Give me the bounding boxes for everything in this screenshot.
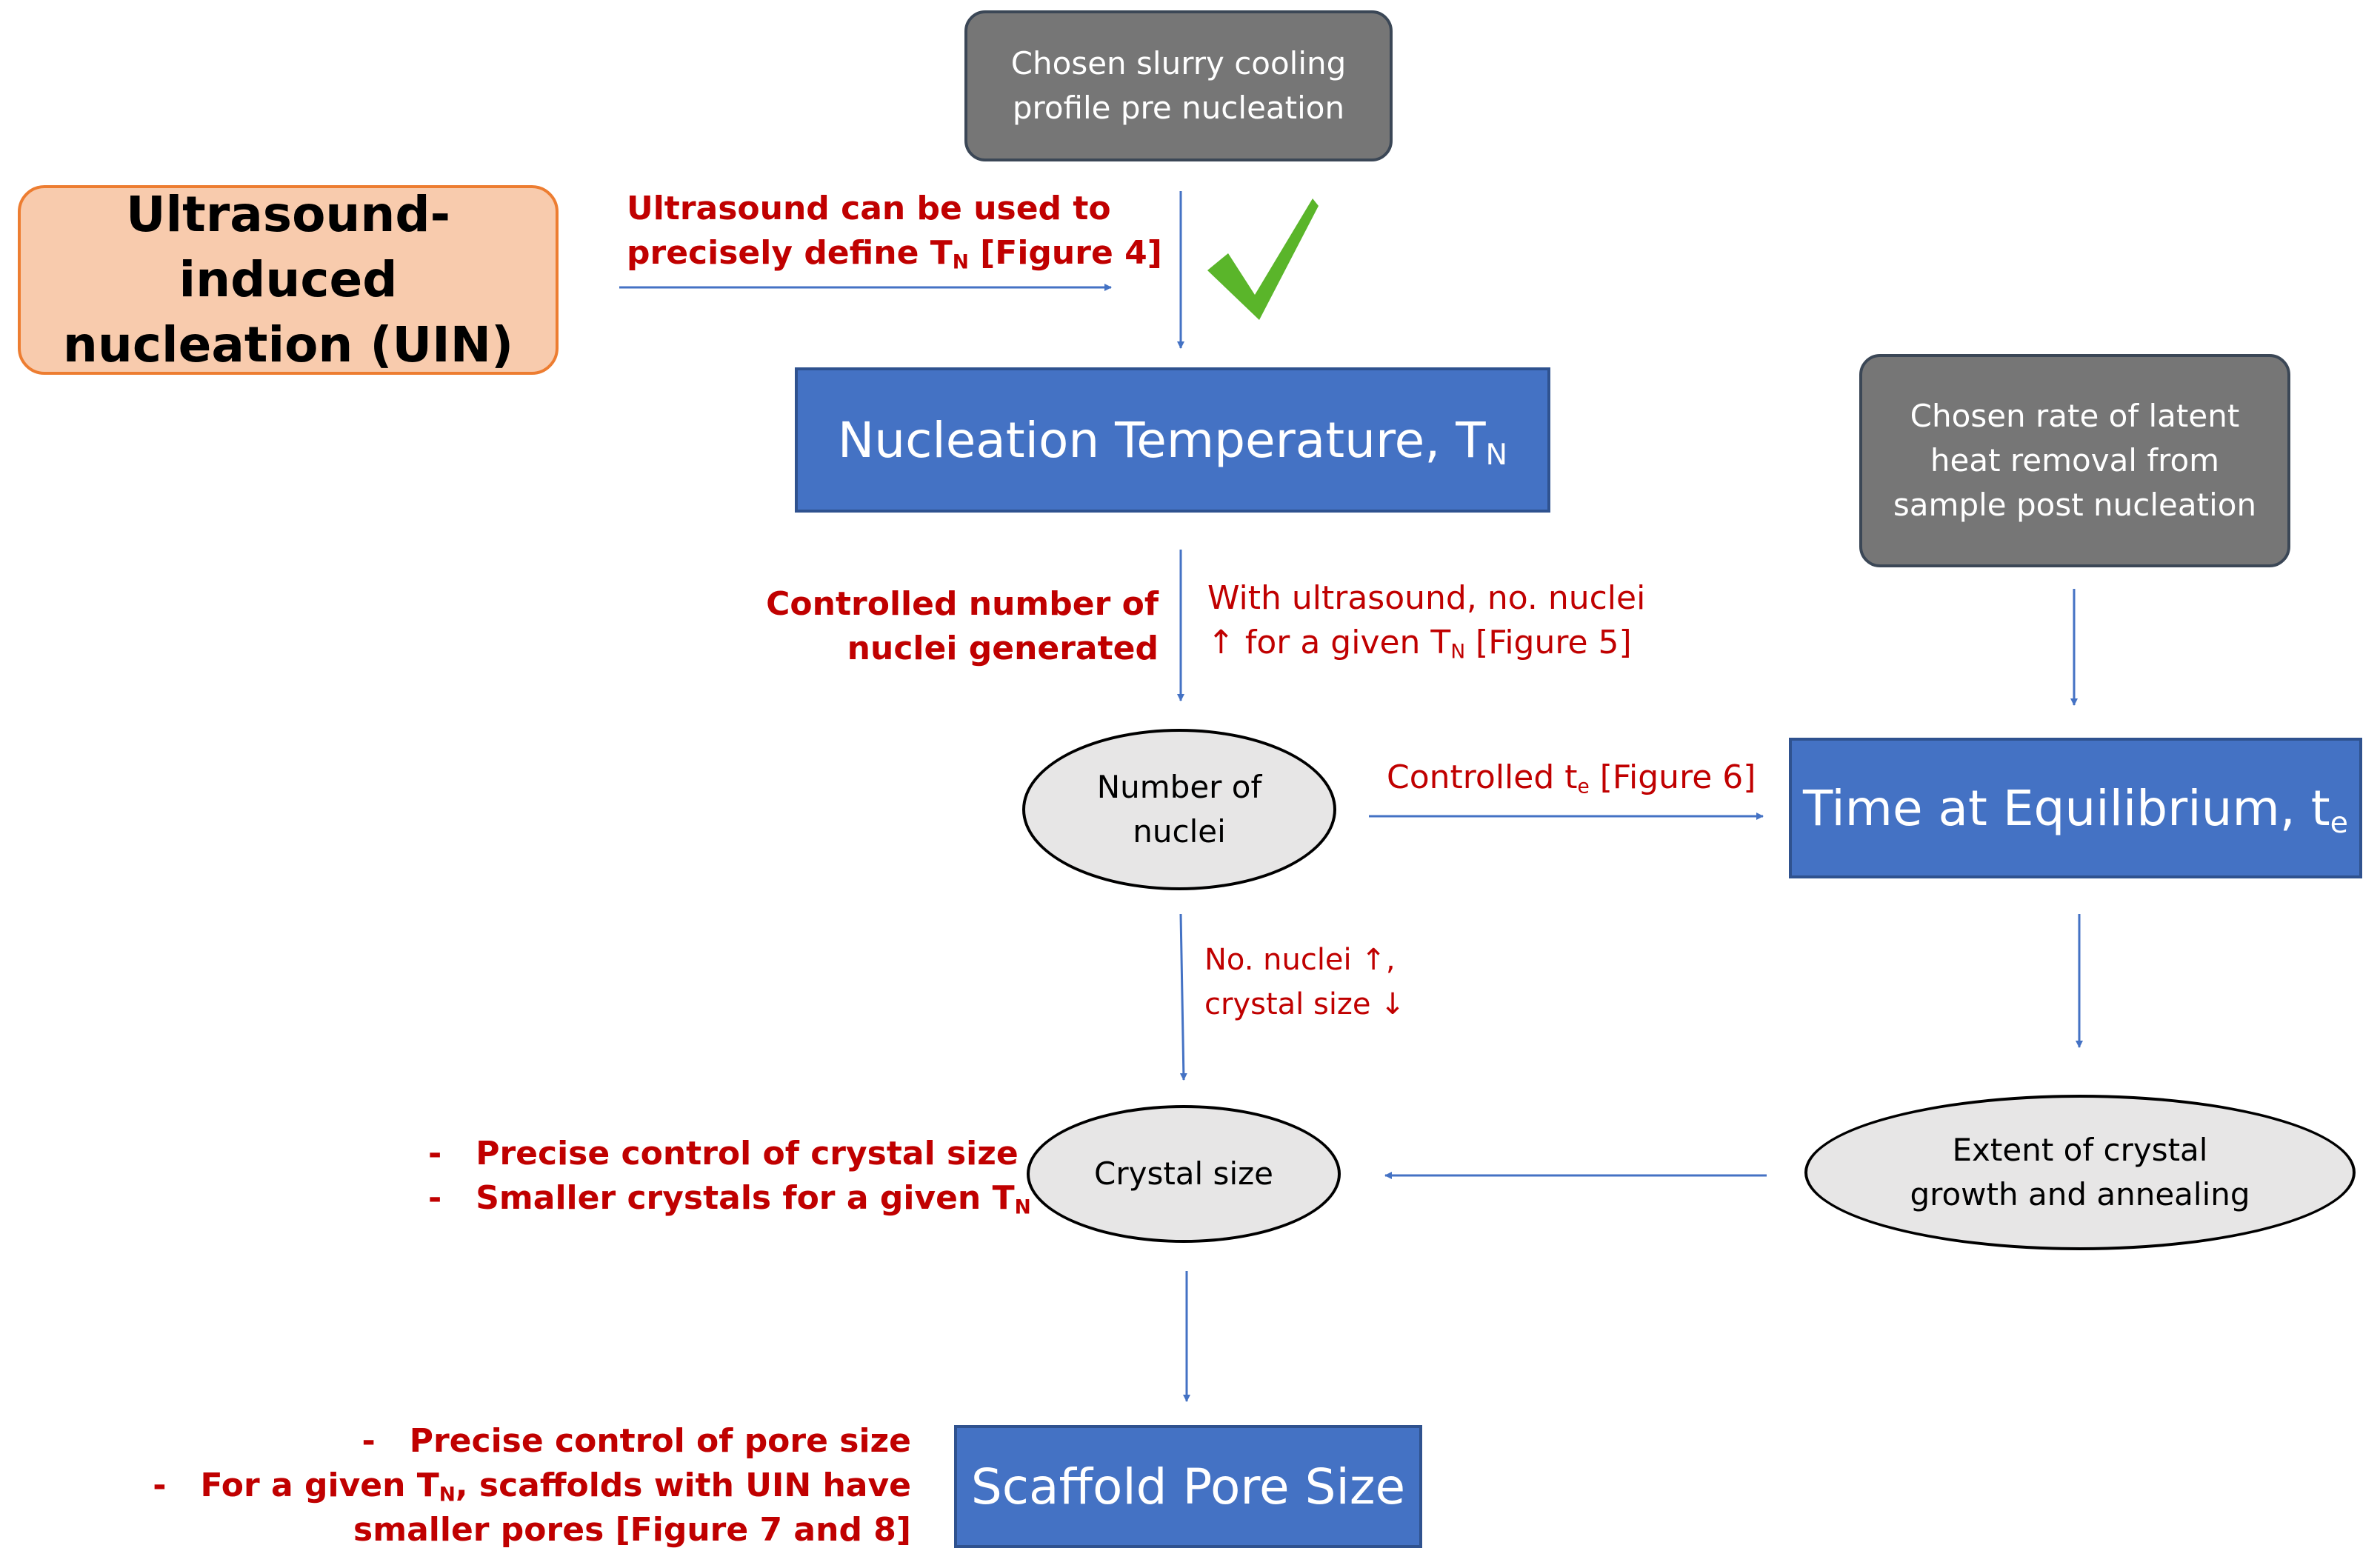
slurry-cooling-line-2: profile pre nucleation (1012, 90, 1345, 126)
nucleation-temperature-label: Nucleation Temperature, T (837, 411, 1486, 469)
latent-heat-line-3: sample post nucleation (1893, 487, 2257, 523)
ultrasound-define-figure-ref: [Figure 4] (968, 234, 1162, 272)
check-mark-icon (1207, 198, 1319, 320)
crystal-growth-ellipse: Extent of crystal growth and annealing (1804, 1095, 2356, 1250)
latent-heat-box: Chosen rate of latent heat removal from … (1859, 354, 2290, 567)
crystal-growth-line-2: growth and annealing (1910, 1176, 2250, 1212)
number-of-nuclei-ellipse: Number of nuclei (1022, 729, 1336, 890)
nuclei-crystal-note: No. nuclei ↑, crystal size ↓ (1204, 938, 1405, 1027)
uin-line-2: nucleation (UIN) (62, 316, 514, 373)
crystal-control-note: - Precise control of crystal size - Smal… (428, 1132, 1031, 1221)
nucleation-temperature-box: Nucleation Temperature, TN (795, 367, 1550, 513)
controlled-te-figure-ref: [Figure 6] (1589, 758, 1756, 796)
with-ultrasound-line-2: ↑ for a given T (1207, 624, 1451, 661)
pore-control-line-2-cont: , scaffolds with UIN have (455, 1467, 911, 1504)
slurry-cooling-line-1: Chosen slurry cooling (1010, 45, 1347, 81)
arrow-nuclei-to-crystal (1179, 913, 1187, 1081)
time-at-equilibrium-box: Time at Equilibrium, te (1789, 738, 2362, 878)
pore-control-note: - Precise control of pore size - For a g… (148, 1419, 911, 1552)
scaffold-pore-size-label: Scaffold Pore Size (970, 1458, 1406, 1515)
latent-heat-line-1: Chosen rate of latent (1910, 398, 2240, 434)
controlled-nuclei-line-2: nuclei generated (847, 630, 1159, 667)
crystal-control-line-2: - Smaller crystals for a given T (428, 1179, 1015, 1217)
controlled-te-subscript: e (1577, 775, 1590, 798)
crystal-size-label: Crystal size (1094, 1155, 1273, 1192)
controlled-te-note: Controlled te [Figure 6] (1387, 755, 1756, 800)
with-ultrasound-note: With ultrasound, no. nuclei ↑ for a give… (1207, 576, 1645, 665)
pore-control-line-2: - For a given T (153, 1467, 439, 1504)
pore-control-line-3: smaller pores [Figure 7 and 8] (353, 1511, 911, 1549)
pore-control-line-1: - Precise control of pore size (361, 1422, 911, 1460)
nucleation-temperature-subscript: N (1485, 437, 1508, 472)
nuclei-crystal-line-1: No. nuclei ↑, (1204, 943, 1396, 977)
controlled-nuclei-note: Controlled number of nuclei generated (756, 582, 1159, 671)
pore-control-subscript: N (439, 1483, 456, 1507)
controlled-te-label: Controlled t (1387, 758, 1578, 796)
time-at-equilibrium-subscript: e (2330, 805, 2348, 840)
crystal-growth-line-1: Extent of crystal (1952, 1132, 2208, 1168)
with-ultrasound-subscript: N (1450, 640, 1466, 664)
crystal-control-subscript: N (1014, 1195, 1031, 1219)
controlled-nuclei-line-1: Controlled number of (766, 585, 1159, 623)
with-ultrasound-line-1: With ultrasound, no. nuclei (1207, 579, 1646, 617)
ultrasound-define-line-1: Ultrasound can be used to (627, 190, 1111, 227)
ultrasound-define-subscript: N (952, 250, 969, 274)
number-of-nuclei-line-1: Number of (1096, 769, 1262, 805)
ultrasound-define-line-2: precisely define T (627, 234, 953, 272)
ultrasound-define-note: Ultrasound can be used to precisely defi… (627, 187, 1162, 276)
latent-heat-line-2: heat removal from (1930, 442, 2220, 478)
nuclei-crystal-line-2: crystal size ↓ (1204, 987, 1405, 1021)
scaffold-pore-size-box: Scaffold Pore Size (954, 1425, 1422, 1548)
slurry-cooling-box: Chosen slurry cooling profile pre nuclea… (964, 10, 1393, 161)
with-ultrasound-figure-ref: [Figure 5] (1465, 624, 1632, 661)
uin-line-1: Ultrasound-induced (125, 186, 451, 308)
crystal-size-ellipse: Crystal size (1027, 1105, 1341, 1243)
uin-box: Ultrasound-induced nucleation (UIN) (18, 185, 559, 375)
time-at-equilibrium-label: Time at Equilibrium, t (1803, 779, 2330, 837)
crystal-control-line-1: - Precise control of crystal size (428, 1135, 1019, 1172)
number-of-nuclei-line-2: nuclei (1133, 813, 1226, 850)
